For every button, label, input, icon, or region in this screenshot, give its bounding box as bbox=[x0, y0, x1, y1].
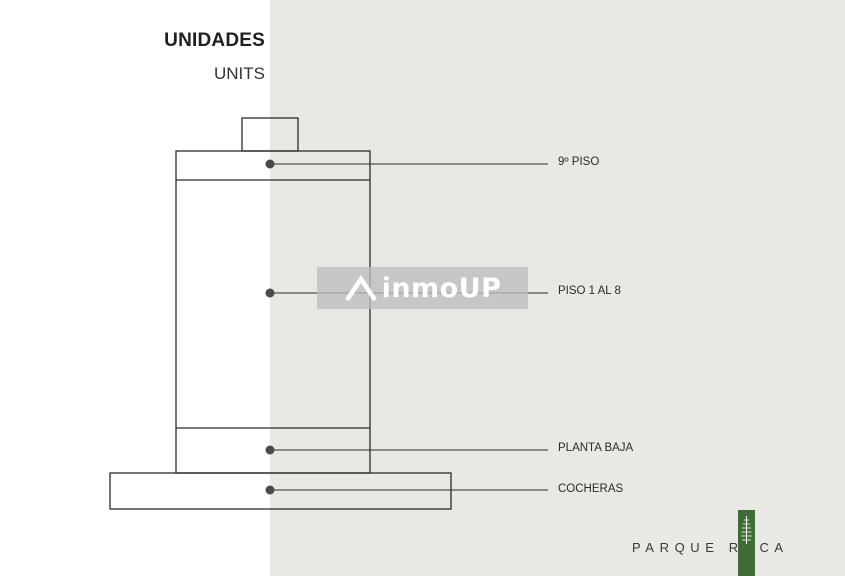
rooftop-structure bbox=[241, 117, 299, 152]
watermark-text: inmoUP bbox=[381, 272, 502, 304]
floor-label-9: 9º PISO bbox=[558, 156, 600, 168]
pine-tree-icon bbox=[738, 510, 755, 576]
page-subtitle: UNITS bbox=[214, 64, 265, 83]
brand-name: PARQUE ROCA bbox=[632, 540, 789, 555]
watermark: inmoUP bbox=[317, 267, 528, 309]
building-tower bbox=[175, 150, 371, 474]
marker-dot-floors-1-8 bbox=[265, 288, 275, 298]
floor-label-ground: PLANTA BAJA bbox=[558, 442, 634, 454]
floor-label-1-8: PISO 1 AL 8 bbox=[558, 285, 621, 297]
garage-base bbox=[109, 472, 452, 510]
floor-label-garages: COCHERAS bbox=[558, 483, 624, 495]
marker-dot-floor-9 bbox=[265, 159, 275, 169]
marker-dot-garages bbox=[265, 485, 275, 495]
marker-dot-ground-floor bbox=[265, 445, 275, 455]
house-icon bbox=[344, 274, 377, 302]
page-title: UNIDADES bbox=[164, 30, 265, 51]
